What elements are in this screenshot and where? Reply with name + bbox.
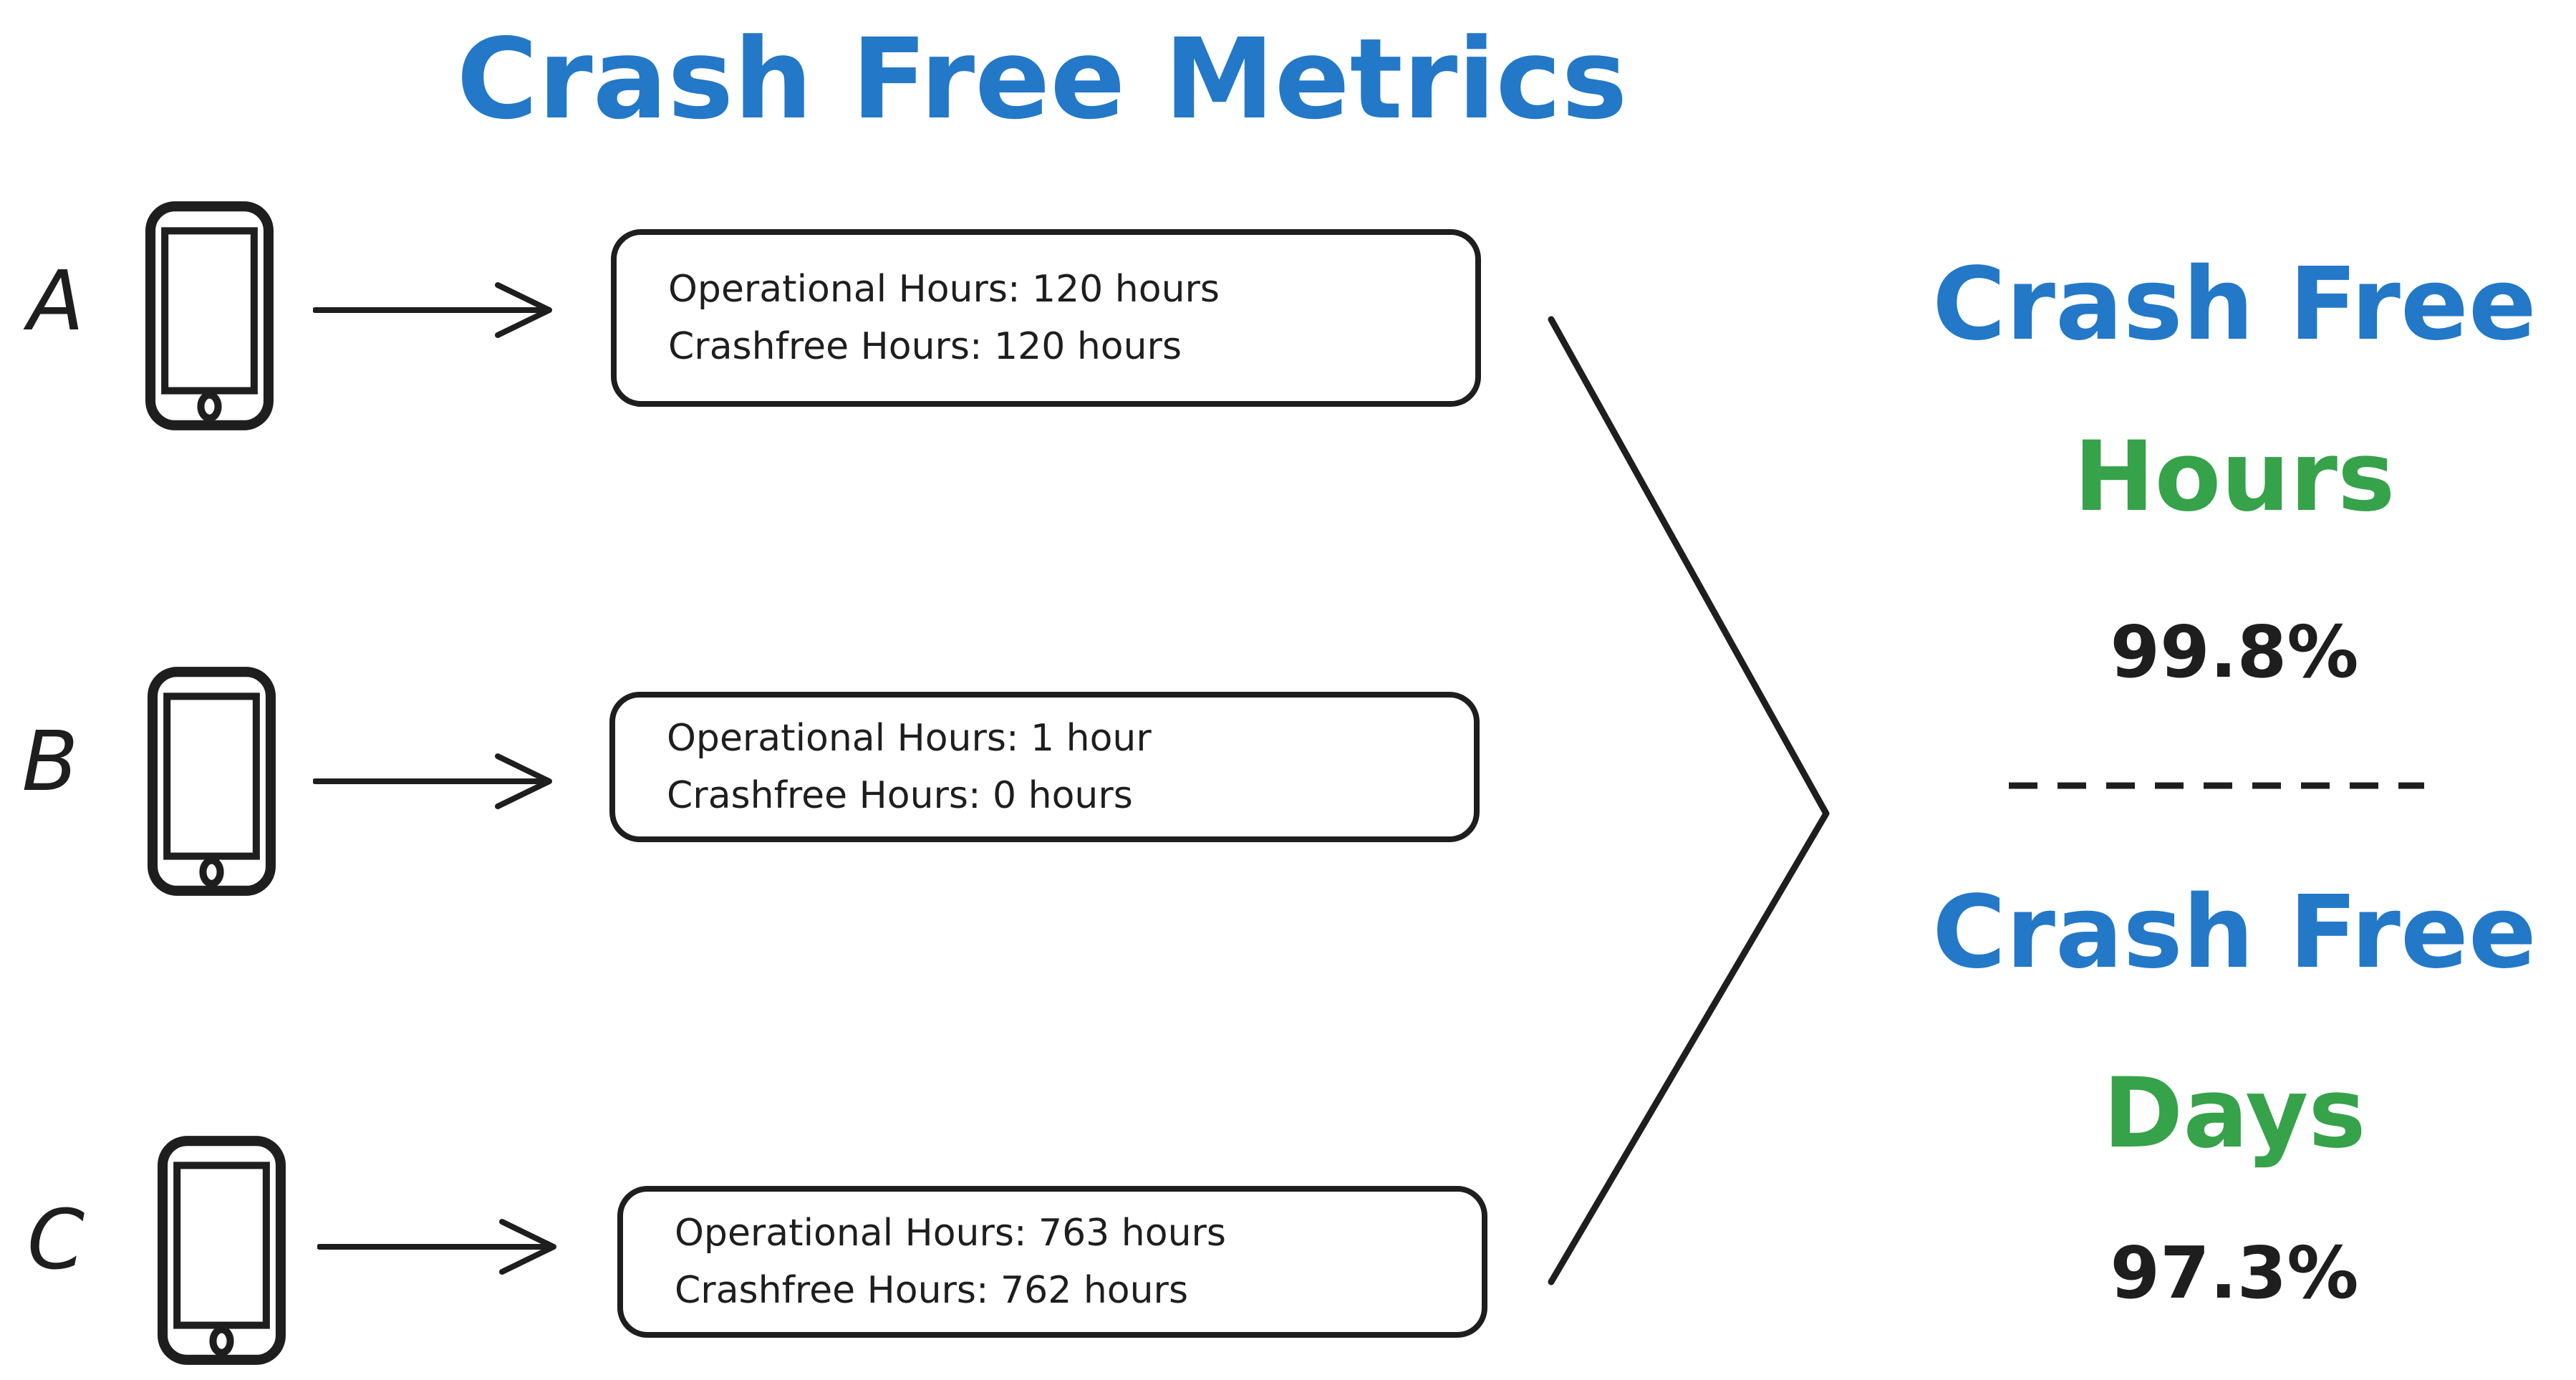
arrow-right-icon (313, 282, 552, 338)
metrics-box-c: Operational Hours: 763 hours Crashfree H… (617, 1186, 1487, 1338)
crash-free-days-title: Crash Free (1932, 874, 2537, 991)
hours-unit-label: Hours (2073, 420, 2396, 533)
crashfree-hours-text: Crashfree Hours: 762 hours (675, 1269, 1189, 1312)
diagram-title: Crash Free Metrics (456, 14, 1628, 144)
crashfree-hours-text: Crashfree Hours: 120 hours (668, 325, 1182, 368)
crashfree-hours-text: Crashfree Hours: 0 hours (667, 774, 1133, 817)
operational-hours-text: Operational Hours: 1 hour (667, 717, 1152, 760)
metrics-box-b: Operational Hours: 1 hour Crashfree Hour… (609, 692, 1480, 842)
smartphone-icon (158, 1136, 286, 1365)
crash-free-hours-title: Crash Free (1932, 246, 2537, 363)
chevron-merge-icon (1548, 316, 1830, 1285)
smartphone-icon (145, 201, 274, 430)
days-unit-label: Days (2103, 1057, 2366, 1169)
metrics-box-a: Operational Hours: 120 hours Crashfree H… (611, 229, 1481, 407)
dashed-line-divider (2009, 782, 2424, 789)
operational-hours-text: Operational Hours: 120 hours (668, 268, 1220, 311)
smartphone-icon (148, 667, 276, 896)
device-c-label: C (26, 1192, 85, 1288)
device-a-label: A (27, 254, 85, 349)
device-b-label: B (21, 714, 79, 810)
hours-value: 99.8% (2110, 610, 2359, 694)
operational-hours-text: Operational Hours: 763 hours (675, 1212, 1226, 1255)
arrow-right-icon (317, 1219, 556, 1275)
days-value: 97.3% (2110, 1231, 2359, 1315)
arrow-right-icon (313, 753, 552, 809)
